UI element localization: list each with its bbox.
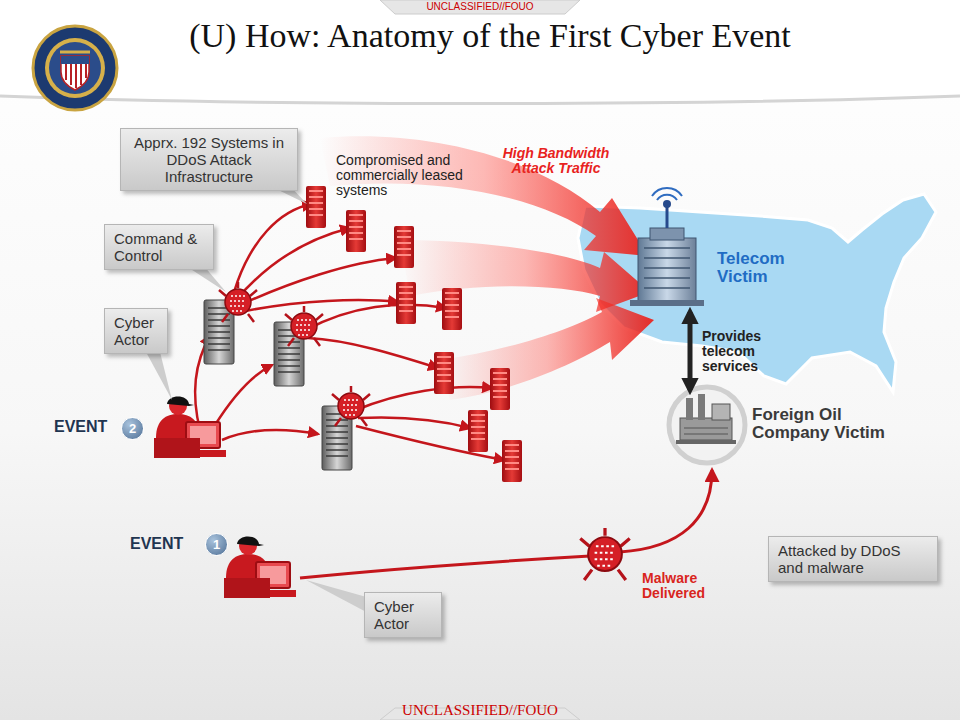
node-text: Cyber Actor — [374, 598, 432, 632]
classification-marking: UNCLASSIFIED//FOUO — [330, 1, 630, 12]
event-label: EVENT — [130, 535, 183, 553]
victim-node: Foreign Oil Company Victim — [664, 392, 914, 467]
annotation: Compromised and commercially leased syst… — [336, 153, 478, 198]
callout-box: Cyber Actor — [364, 592, 442, 638]
callout-number: 2 — [121, 417, 144, 440]
event-label: EVENT — [54, 418, 107, 436]
node-text: Foreign Oil Company Victim — [752, 406, 912, 442]
callout-box: Command & Control — [104, 224, 214, 270]
callout-box: Cyber Actor — [104, 308, 168, 354]
node-text: Apprx. 192 Systems in DDoS Attack Infras… — [130, 134, 288, 185]
victim-node: Telecom Victim — [612, 198, 809, 310]
classification-marking: UNCLASSIFIED//FOUO — [330, 702, 630, 719]
slide-title: (U) How: Anatomy of the First Cyber Even… — [170, 18, 810, 54]
double-arrow — [688, 312, 693, 390]
node-text: Cyber Actor — [114, 314, 158, 348]
edge-label: Provides telecom services — [702, 329, 794, 374]
node-text: Telecom Victim — [717, 250, 805, 286]
annotation: High Bandwidth Attack Traffic — [488, 146, 624, 176]
annotation: Malware Delivered — [642, 571, 742, 601]
callout-box: Attacked by DDoS and malware — [768, 536, 938, 582]
callout-box: Apprx. 192 Systems in DDoS Attack Infras… — [120, 128, 298, 191]
node-text: Command & Control — [114, 230, 204, 264]
callout-number: 1 — [205, 533, 228, 556]
node-text: Attacked by DDoS and malware — [778, 542, 928, 576]
